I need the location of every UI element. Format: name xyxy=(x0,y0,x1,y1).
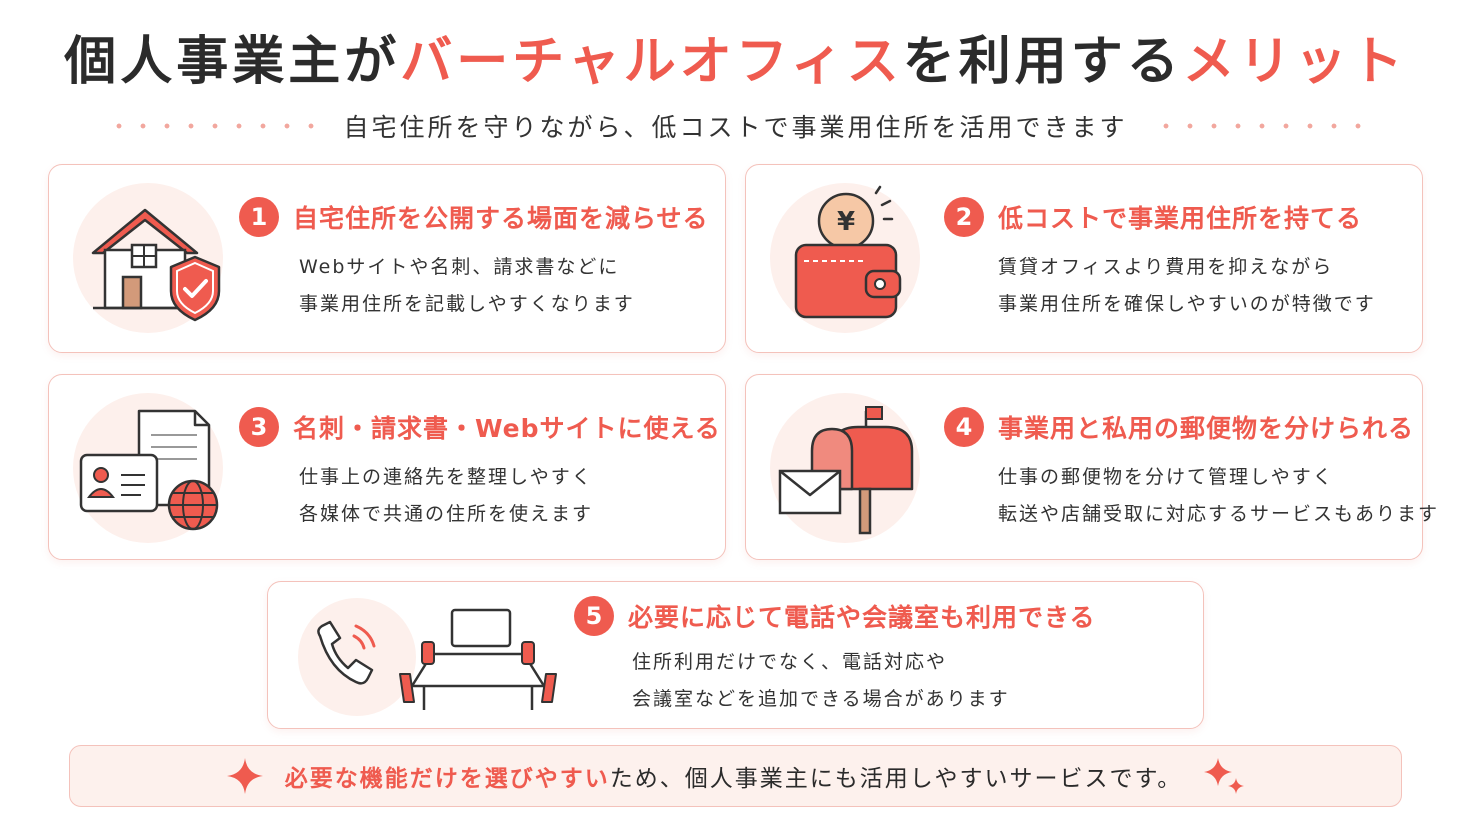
title-part-1: 個人事業主が xyxy=(64,32,401,92)
card-number-badge: 5 xyxy=(574,596,614,636)
footer-body-text: ため、個人事業主にも活用しやすいサービスです。 xyxy=(609,766,1183,792)
subtitle-row: 自宅住所を守りながら、低コストで事業用住所を活用できます xyxy=(0,108,1471,144)
wallet-yen-icon: ¥ xyxy=(794,185,902,319)
page-title: 個人事業主がバーチャルオフィスを利用するメリット xyxy=(0,30,1471,94)
mailbox-envelope-icon xyxy=(778,406,914,535)
card-description-line-1: Webサイトや名刺、請求書などに xyxy=(299,256,620,278)
card-header: 1 自宅住所を公開する場面を減らせる xyxy=(239,197,709,237)
card-description: 住所利用だけでなく、電話対応や 会議室などを追加できる場合があります xyxy=(632,644,1010,718)
card-header: 4 事業用と私用の郵便物を分けられる xyxy=(944,407,1414,447)
card-title: 必要に応じて電話や会議室も利用できる xyxy=(628,603,1096,632)
benefit-card-5: 5 必要に応じて電話や会議室も利用できる 住所利用だけでなく、電話対応や 会議室… xyxy=(267,581,1204,729)
benefit-card-2: ¥ 2 低コストで事業用住所を持てる 賃貸オフィスより費用を抑えながら 事業用住… xyxy=(745,164,1423,353)
dots-decoration-left xyxy=(107,123,318,129)
sparkles-icon xyxy=(1204,758,1245,794)
card-description-line-2: 事業用住所を記載しやすくなります xyxy=(299,293,635,315)
title-accent-2: メリット xyxy=(1182,32,1407,92)
sparkle-icon xyxy=(226,758,263,794)
meeting-room-icon xyxy=(399,608,557,710)
phone-icon xyxy=(317,620,376,685)
card-description-line-2: 転送や店舗受取に対応するサービスもあります xyxy=(998,503,1440,525)
page-subtitle: 自宅住所を守りながら、低コストで事業用住所を活用できます xyxy=(343,113,1128,142)
card-description-line-1: 仕事の郵便物を分けて管理しやすく xyxy=(998,466,1334,488)
footer-accent-text: 必要な機能だけを選びやすい xyxy=(284,766,610,792)
footer-text: 必要な機能だけを選びやすいため、個人事業主にも活用しやすいサービスです。 xyxy=(285,759,1182,793)
card-title: 事業用と私用の郵便物を分けられる xyxy=(998,414,1415,443)
card-description-line-1: 賃貸オフィスより費用を抑えながら xyxy=(998,256,1334,278)
title-accent-1: バーチャルオフィス xyxy=(400,32,903,92)
footer-banner: 必要な機能だけを選びやすいため、個人事業主にも活用しやすいサービスです。 xyxy=(69,745,1402,807)
svg-text:¥: ¥ xyxy=(837,207,855,237)
benefit-card-4: 4 事業用と私用の郵便物を分けられる 仕事の郵便物を分けて管理しやすく 転送や店… xyxy=(745,374,1437,560)
dots-decoration-right xyxy=(1153,123,1364,129)
card-description-line-1: 住所利用だけでなく、電話対応や xyxy=(632,651,948,673)
card-number-badge: 4 xyxy=(944,407,984,447)
card-title: 名刺・請求書・Webサイトに使える xyxy=(293,414,721,443)
card-description-line-2: 各媒体で共通の住所を使えます xyxy=(299,503,594,525)
card-number-badge: 2 xyxy=(944,197,984,237)
benefit-card-3: 3 名刺・請求書・Webサイトに使える 仕事上の連絡先を整理しやすく 各媒体で共… xyxy=(48,374,726,560)
card-header: 2 低コストで事業用住所を持てる xyxy=(944,197,1362,237)
title-part-2: を利用する xyxy=(902,32,1183,92)
card-description-line-1: 仕事上の連絡先を整理しやすく xyxy=(299,466,593,488)
card-description-line-2: 事業用住所を確保しやすいのが特徴です xyxy=(998,293,1376,315)
card-description: 仕事の郵便物を分けて管理しやすく 転送や店舗受取に対応するサービスもあります xyxy=(998,459,1439,533)
card-title: 自宅住所を公開する場面を減らせる xyxy=(293,204,709,233)
icon-background xyxy=(298,598,416,716)
card-header: 3 名刺・請求書・Webサイトに使える xyxy=(239,407,721,447)
card-document-globe-icon xyxy=(79,409,219,531)
card-number-badge: 1 xyxy=(239,197,279,237)
benefit-card-1: 1 自宅住所を公開する場面を減らせる Webサイトや名刺、請求書などに 事業用住… xyxy=(48,164,726,353)
card-description-line-2: 会議室などを追加できる場合があります xyxy=(632,688,1010,710)
card-title: 低コストで事業用住所を持てる xyxy=(998,204,1363,233)
card-description: Webサイトや名刺、請求書などに 事業用住所を記載しやすくなります xyxy=(299,249,635,323)
card-header: 5 必要に応じて電話や会議室も利用できる xyxy=(574,596,1096,636)
house-shield-icon xyxy=(91,208,221,322)
card-description: 賃貸オフィスより費用を抑えながら 事業用住所を確保しやすいのが特徴です xyxy=(998,249,1376,323)
card-number-badge: 3 xyxy=(239,407,279,447)
card-description: 仕事上の連絡先を整理しやすく 各媒体で共通の住所を使えます xyxy=(299,459,593,533)
